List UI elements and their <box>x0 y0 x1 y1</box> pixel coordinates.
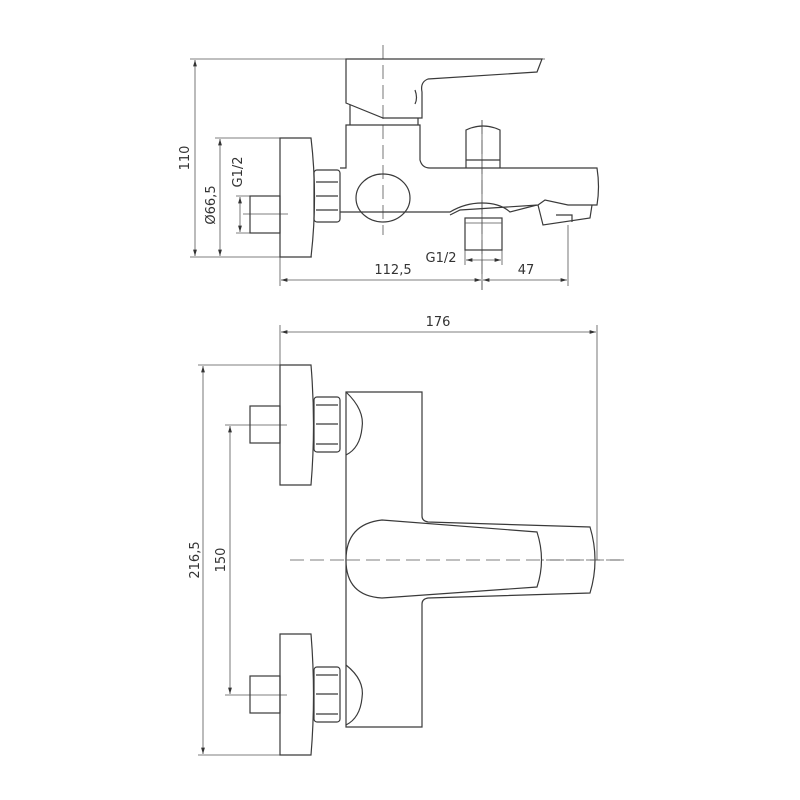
handle-detail <box>414 89 418 105</box>
lower-wall-flange <box>279 633 315 756</box>
lever-handle <box>345 58 543 119</box>
side-view: 110 Ø66,5 G1/2 G1/2 112,5 47 <box>178 45 600 290</box>
body-end-cap <box>355 173 411 223</box>
body-underside <box>340 202 538 213</box>
dimension-inlet-spacing: 150 <box>214 426 232 694</box>
dimension-height: 110 <box>178 60 197 256</box>
dim-label-150: 150 <box>214 548 229 573</box>
lever-handle-top <box>345 519 543 599</box>
dimension-flange-diameter: Ø66,5 <box>204 139 222 256</box>
lower-hex-nut <box>313 666 341 723</box>
dimension-inlet-thread: G1/2 <box>231 157 246 232</box>
dim-label-flange: Ø66,5 <box>204 185 219 224</box>
upper-inlet-stub <box>249 405 281 444</box>
spout-outlet <box>537 204 593 226</box>
lower-connector <box>345 664 364 726</box>
dim-label-inlet-thread: G1/2 <box>231 157 246 188</box>
dimension-outlet-thread: G1/2 <box>426 251 501 266</box>
outlet-connector <box>464 217 503 251</box>
dim-label-216-5: 216,5 <box>188 541 203 578</box>
upper-hex-nut <box>313 396 341 453</box>
dim-label-112-5: 112,5 <box>374 263 411 278</box>
dimension-total-width: 216,5 <box>188 366 205 754</box>
dim-label-outlet-thread: G1/2 <box>426 251 457 266</box>
dimension-wall-to-outlet: 112,5 <box>281 263 481 282</box>
mixer-body <box>340 124 600 216</box>
dimension-outlet-to-spout: 47 <box>483 263 567 282</box>
diverter-knob <box>465 125 501 168</box>
dim-label-176: 176 <box>426 315 451 330</box>
hex-nut <box>313 169 341 223</box>
dim-label-47: 47 <box>518 263 535 278</box>
lower-inlet-stub <box>249 675 281 714</box>
handle-collar <box>349 105 419 125</box>
upper-connector <box>345 391 364 456</box>
dimension-total-depth: 176 <box>281 315 596 334</box>
mixer-body-top <box>345 391 596 728</box>
top-view: 176 216,5 150 <box>188 315 625 756</box>
inlet-pipe-stub <box>249 195 281 234</box>
dim-label-110: 110 <box>178 146 193 171</box>
wall-flange <box>279 137 316 258</box>
